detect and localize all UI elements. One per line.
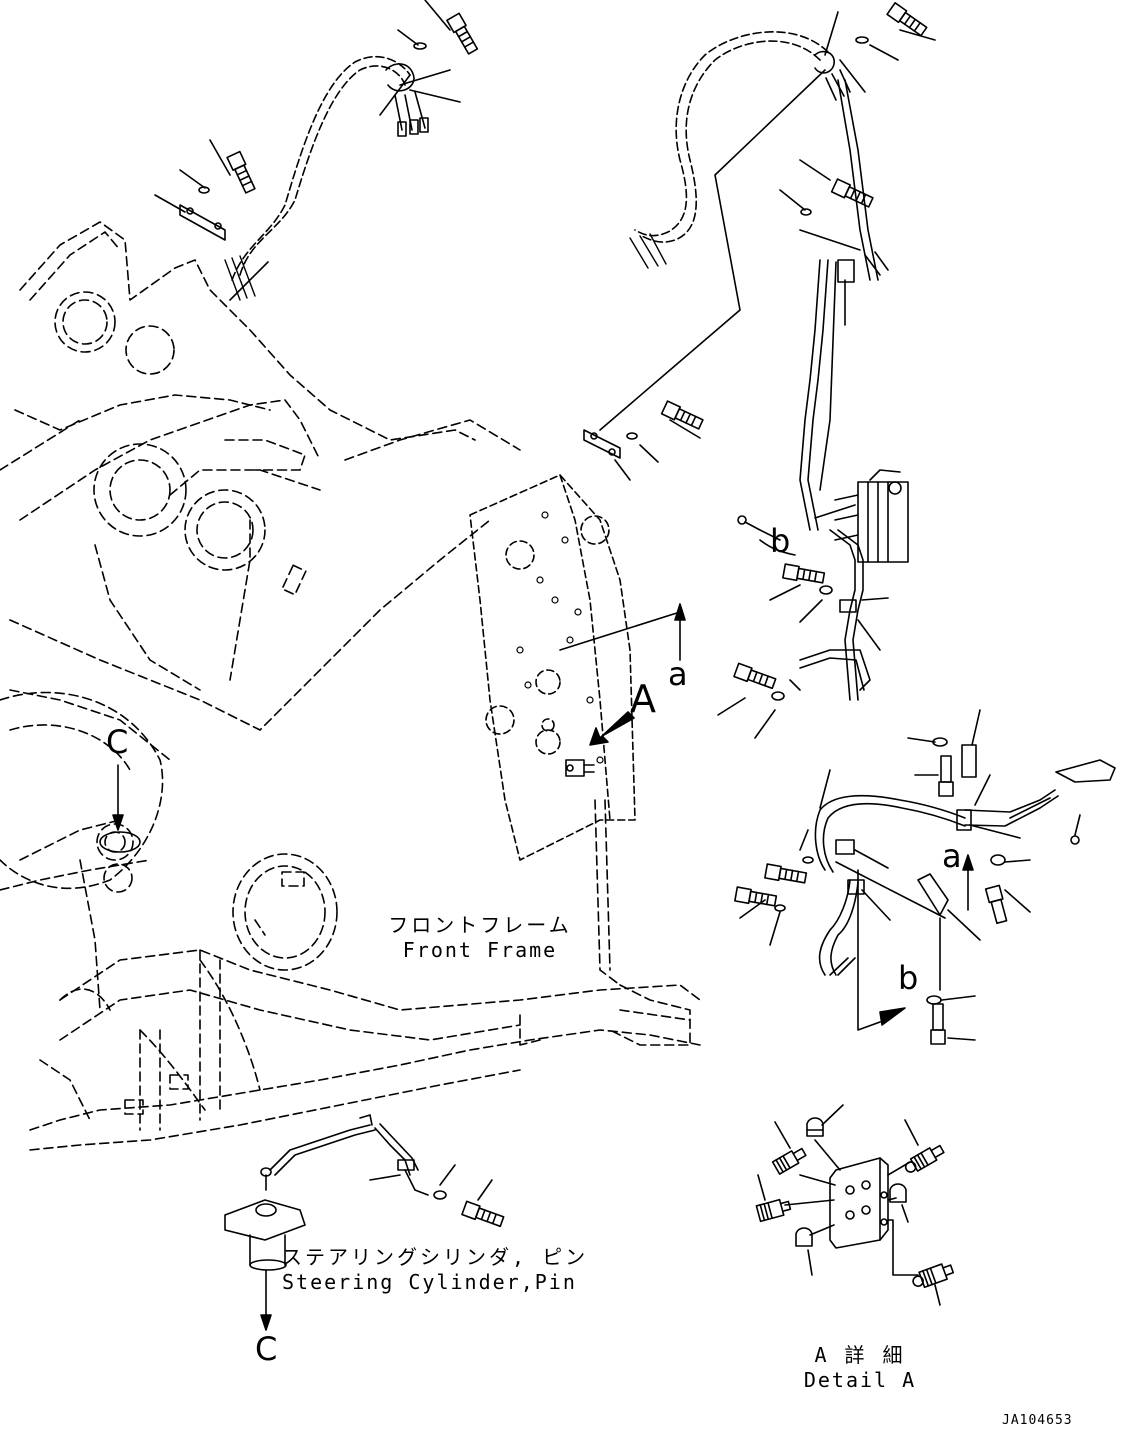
ref-c-top-letter: C: [106, 723, 129, 761]
steering-cylinder-label-jp: ステアリングシリンダ, ピン: [282, 1245, 589, 1269]
ref-b-main-letter: b: [770, 522, 791, 560]
arrow-a-detail: [962, 854, 974, 911]
front-frame-label-en: Front Frame: [402, 938, 558, 962]
arrow-a-main: [559, 603, 686, 661]
front-frame-outline: [0, 221, 701, 1151]
plate-bolt-holes: [516, 511, 604, 764]
view-a-letter: A: [630, 677, 656, 721]
detail-a-label-jp: A 詳 細: [814, 1343, 906, 1367]
detail-a-valve-block: [755, 1104, 955, 1306]
arrow-view-a: [589, 711, 635, 746]
drawing-number: JA104653: [1002, 1413, 1073, 1428]
ref-a-detail-letter: a: [942, 837, 962, 875]
arrow-c-bottom: [260, 1269, 272, 1331]
ref-a-main-letter: a: [668, 655, 688, 693]
front-frame-label-jp: フロントフレーム: [388, 913, 572, 937]
hose-assembly-detail: [734, 709, 1116, 1045]
ref-c-bottom-letter: C: [255, 1330, 278, 1368]
pressure-valve: [565, 759, 595, 777]
arrow-c-top: [99, 764, 141, 853]
hose-assembly-right: [583, 2, 936, 739]
hose-assembly-left: [154, 0, 479, 301]
mounting-plate: [469, 474, 636, 861]
steering-cylinder-pin: [224, 1114, 505, 1271]
ref-b-detail-letter: b: [898, 959, 919, 997]
steering-cylinder-label-en: Steering Cylinder,Pin: [282, 1270, 577, 1294]
detail-a-label-en: Detail A: [803, 1368, 917, 1392]
